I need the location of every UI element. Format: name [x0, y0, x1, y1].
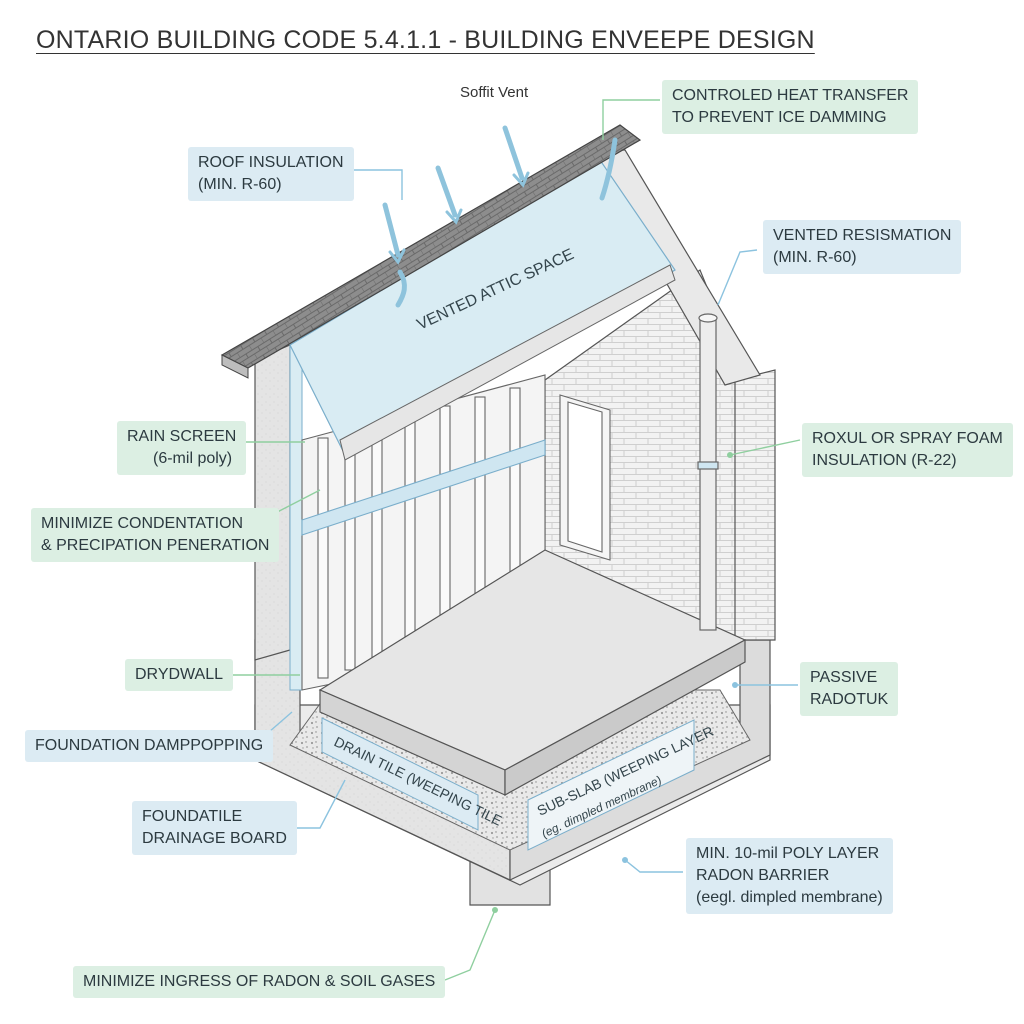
diagram-title: ONTARIO BUILDING CODE 5.4.1.1 - BUILDING… — [36, 26, 815, 54]
callout-vented-resismation: VENTED RESISMATION (MIN. R-60) — [763, 220, 962, 274]
exterior-wall-left — [254, 344, 291, 661]
callout-poly-layer: MIN. 10-mil POLY LAYER RADON BARRIER (ee… — [686, 838, 893, 914]
roof — [220, 124, 642, 379]
airflow-arrows — [382, 125, 618, 308]
callout-roof-insulation: ROOF INSULATION (MIN. R-60) — [188, 147, 354, 201]
rain-screen-layer — [289, 341, 303, 691]
callout-roxul-insulation: ROXUL OR SPRAY FOAM INSULATION (R-22) — [802, 423, 1013, 477]
callout-heat-transfer: CONTROLED HEAT TRANSFER TO PREVENT ICE D… — [662, 80, 919, 134]
callout-drainage-board: FOUNDATILE DRAINAGE BOARD — [132, 801, 297, 855]
floor-slab — [318, 549, 747, 797]
callout-passive-radon: PASSIVE RADOTUK — [800, 662, 899, 716]
callout-radon-ingress: MINIMIZE INGRESS OF RADON & SOIL GASES — [73, 966, 446, 998]
soffit-vent-label: Soffit Vent — [460, 84, 529, 101]
callout-condensation: MINIMIZE CONDENTATION & PRECIPATION PENE… — [31, 508, 280, 562]
callout-damproofing: FOUNDATION DAMPPOPPING — [25, 730, 274, 762]
callout-rain-screen: RAIN SCREEN (6-mil poly) — [117, 421, 247, 475]
vent-stack — [697, 313, 719, 631]
ceiling-joists — [339, 264, 676, 461]
exterior-wall-right — [734, 369, 776, 641]
leader-dots — [492, 452, 738, 913]
callout-drywall: DRYDWALL — [125, 659, 234, 691]
door-frame — [559, 394, 611, 561]
